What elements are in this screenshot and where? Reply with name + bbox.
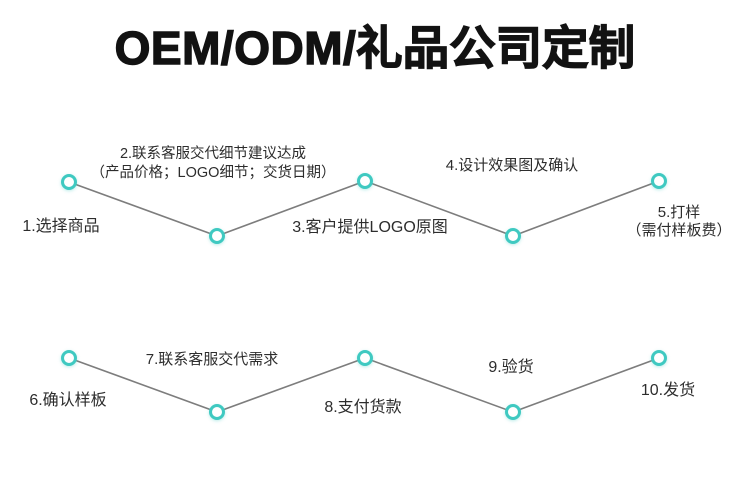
- step-8-label: 8.支付货款: [324, 399, 402, 416]
- step-node-8: [357, 350, 373, 366]
- step-3-label: 3.客户提供LOGO原图: [292, 219, 448, 236]
- step-2-label: 2.联系客服交代细节建议达成 （产品价格；LOGO细节；交货日期）: [91, 145, 336, 182]
- step-1-label: 1.选择商品: [22, 218, 100, 235]
- step-5-label: 5.打样 （需付样板费）: [626, 204, 731, 239]
- step-4-label: 4.设计效果图及确认: [445, 157, 579, 174]
- step-5-label-main: 5.打样: [657, 204, 701, 221]
- step-node-7: [209, 404, 225, 420]
- step-5-label-sub: （需付样板费）: [626, 221, 732, 239]
- step-node-9: [505, 404, 521, 420]
- step-node-2: [209, 228, 225, 244]
- step-node-6: [61, 350, 77, 366]
- page-title: OEM/ODM/礼品公司定制: [114, 21, 636, 74]
- step-node-5: [651, 173, 667, 189]
- step-9-label: 9.验货: [488, 359, 534, 376]
- step-7-label: 7.联系客服交代需求: [145, 351, 279, 368]
- step-6-label: 6.确认样板: [29, 392, 107, 409]
- step-2-label-main: 2.联系客服交代细节建议达成: [119, 146, 307, 162]
- step-node-3: [357, 173, 373, 189]
- step-node-10: [651, 350, 667, 366]
- step-node-4: [505, 228, 521, 244]
- step-10-label: 10.发货: [640, 382, 696, 399]
- step-2-label-sub: （产品价格；LOGO细节；交货日期）: [90, 164, 336, 181]
- step-node-1: [61, 174, 77, 190]
